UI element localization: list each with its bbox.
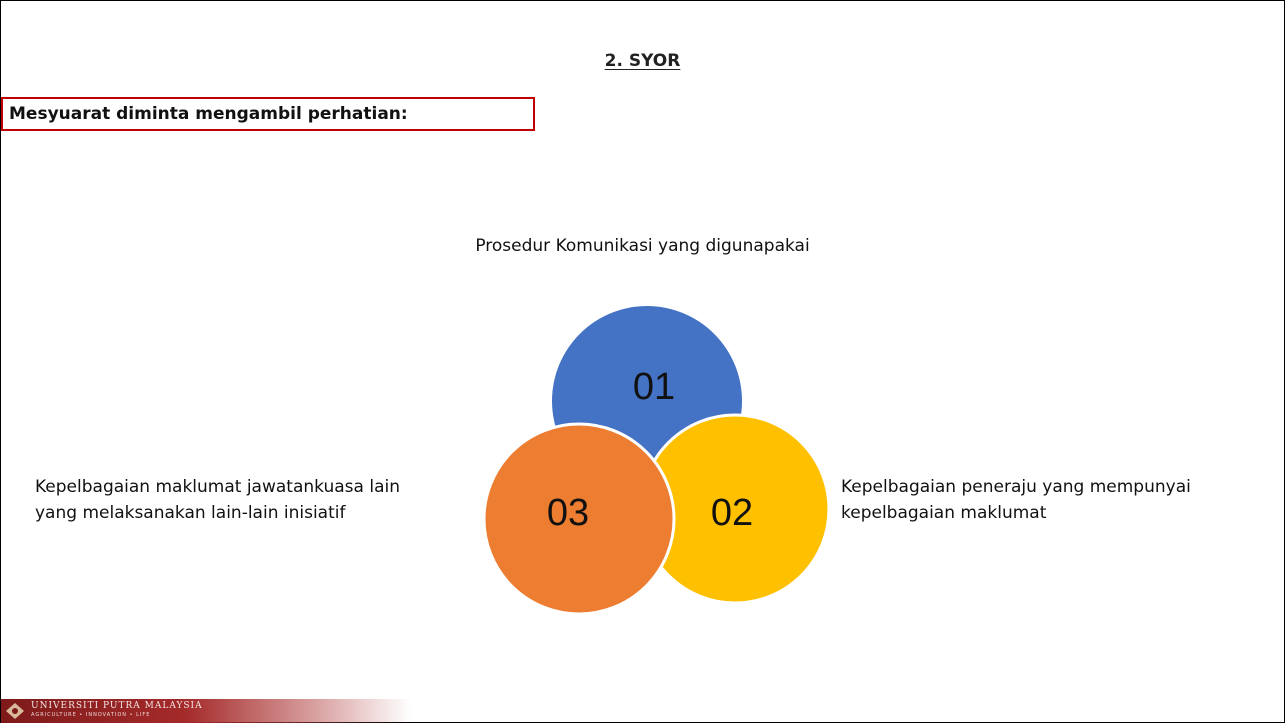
university-tagline: AGRICULTURE • INNOVATION • LIFE (31, 712, 151, 718)
circle-03-label: 03 (547, 492, 589, 534)
right-description: Kepelbagaian peneraju yang mempunyai kep… (841, 477, 1191, 523)
topic-label: Prosedur Komunikasi yang digunapakai (475, 236, 810, 256)
circle-01-label: 01 (633, 366, 675, 408)
circle-03 (482, 422, 676, 616)
circle-02-label: 02 (711, 492, 753, 534)
left-description: Kepelbagaian maklumat jawatankuasa lain … (35, 477, 400, 523)
callout-box: Mesyuarat diminta mengambil perhatian: (1, 97, 535, 131)
slide-title: 2. SYOR (604, 51, 681, 71)
university-name: UNIVERSITI PUTRA MALAYSIA (31, 701, 203, 711)
footer-banner: UNIVERSITI PUTRA MALAYSIA AGRICULTURE • … (1, 699, 411, 723)
university-logo-icon (6, 703, 24, 719)
